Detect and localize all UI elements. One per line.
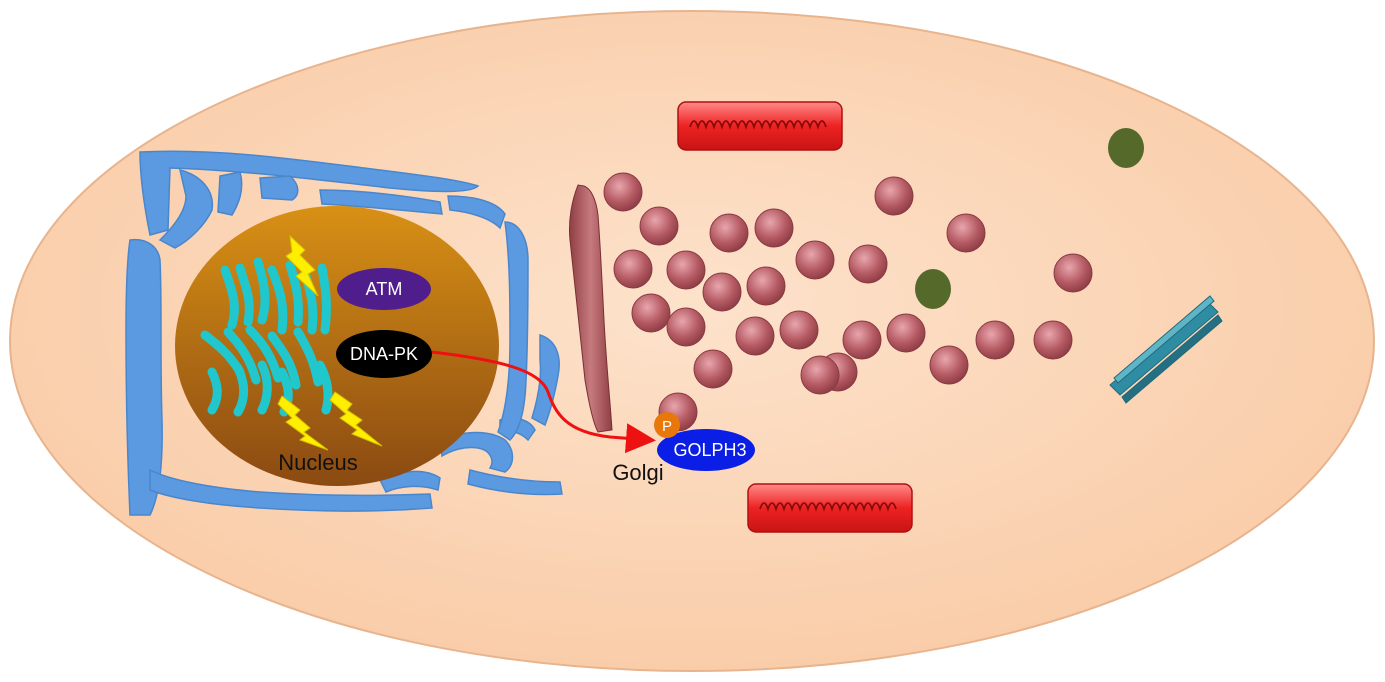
vesicle-icon xyxy=(874,176,914,216)
golph3-label: GOLPH3 xyxy=(673,440,746,460)
vesicle-icon xyxy=(746,266,786,306)
vesicle-icon xyxy=(800,355,840,395)
vesicle-icon xyxy=(702,272,742,312)
endoplasmic-reticulum xyxy=(125,150,563,516)
vesicle-icon xyxy=(754,208,794,248)
vesicle-icon xyxy=(693,349,733,389)
phospho-label: P xyxy=(662,418,672,435)
vesicle-icon xyxy=(709,213,749,253)
vesicle-icon xyxy=(666,250,706,290)
atm-protein: ATM xyxy=(337,268,431,310)
nucleus-label: Nucleus xyxy=(278,450,357,475)
lysosome-icon xyxy=(1108,128,1144,168)
centriole-icon xyxy=(1109,295,1223,404)
vesicle-icon xyxy=(779,310,819,350)
golgi-label: Golgi xyxy=(612,460,663,485)
mitochondrion-icon xyxy=(747,483,913,533)
vesicle-icon xyxy=(735,316,775,356)
golgi-apparatus xyxy=(569,184,613,433)
lysosome-icon xyxy=(915,269,951,309)
vesicle-icon xyxy=(639,206,679,246)
vesicle-icon xyxy=(929,345,969,385)
dna-pk-label: DNA-PK xyxy=(350,344,418,364)
vesicle-icon xyxy=(1053,253,1093,293)
vesicle-icon xyxy=(603,172,643,212)
vesicle-icon xyxy=(842,320,882,360)
golph3-protein: GOLPH3 xyxy=(657,429,755,471)
vesicle-icon xyxy=(795,240,835,280)
phosphorylation-arrow xyxy=(431,350,656,454)
vesicle-icon xyxy=(946,213,986,253)
atm-label: ATM xyxy=(366,279,403,299)
vesicle-icon xyxy=(613,249,653,289)
vesicle-icon xyxy=(975,320,1015,360)
vesicle-icon xyxy=(886,313,926,353)
vesicle-icon xyxy=(631,293,671,333)
vesicle-icon xyxy=(1033,320,1073,360)
vesicle-icon xyxy=(848,244,888,284)
vesicle-group xyxy=(603,172,1093,432)
mitochondrion-icon xyxy=(677,101,843,151)
vesicle-icon xyxy=(666,307,706,347)
phospho-group: P xyxy=(654,412,680,438)
dna-pk-protein: DNA-PK xyxy=(336,330,432,378)
lightning-icon xyxy=(277,234,383,451)
